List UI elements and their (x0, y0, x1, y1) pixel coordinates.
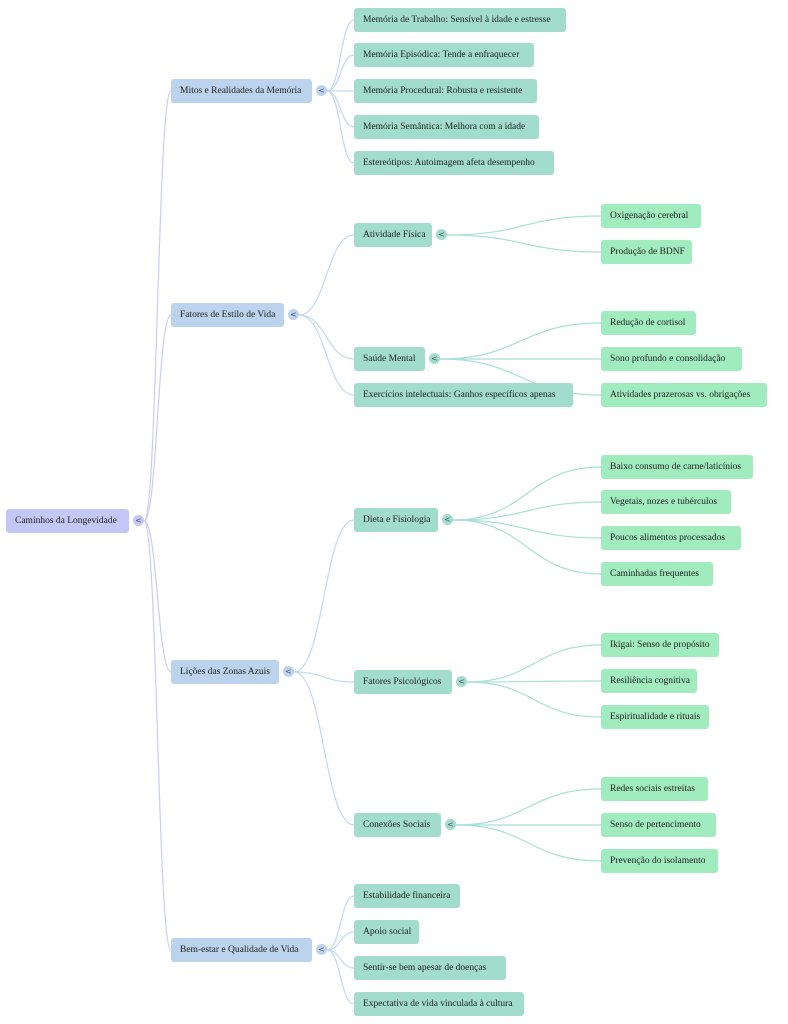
subbranch-mental-health[interactable]: Saúde Mental (354, 347, 425, 371)
branch-link (326, 54, 355, 92)
leaf-link (466, 681, 602, 718)
branch-lifestyle-factors[interactable]: Fatores de Estilo de Vida (171, 303, 284, 327)
leaf-link (452, 501, 602, 521)
branch-link (326, 949, 355, 1005)
branch-memory-myths[interactable]: Mitos e Realidades da Memória (171, 79, 312, 103)
root-node[interactable]: Caminhos da Longevidade (6, 509, 129, 533)
branch-link (326, 895, 355, 951)
root-link (143, 520, 172, 673)
leaf-node[interactable]: Atividades prazerosas vs. obrigações (601, 383, 767, 407)
leaf-node[interactable]: Ikigai: Senso de propósito (601, 633, 719, 657)
branch-link (293, 671, 355, 683)
branch-blue-zones[interactable]: Lições das Zonas Azuis (171, 660, 279, 684)
branch-link (298, 234, 355, 316)
leaf-node[interactable]: Exercícios intelectuais: Ganhos específi… (354, 383, 573, 407)
root-link (143, 520, 172, 951)
branch-link (298, 314, 355, 396)
leaf-node[interactable]: Produção de BDNF (601, 240, 692, 264)
leaf-node[interactable]: Prevenção do isolamento (601, 849, 718, 873)
leaf-node[interactable]: Oxigenação cerebral (601, 204, 701, 228)
collapse-toggle-icon[interactable]: < (436, 229, 447, 240)
branch-link (326, 931, 355, 951)
leaf-link (452, 519, 602, 575)
branch-link (293, 671, 355, 826)
leaf-link (452, 466, 602, 521)
leaf-node[interactable]: Memória Episódica: Tende a enfraquecer (354, 43, 534, 67)
subbranch-psychological[interactable]: Fatores Psicológicos (354, 670, 452, 694)
leaf-node[interactable]: Sentir-se bem apesar de doenças (354, 956, 506, 980)
collapse-toggle-icon[interactable]: < (288, 309, 299, 320)
leaf-node[interactable]: Memória de Trabalho: Sensível à idade e … (354, 8, 566, 32)
branch-link (326, 90, 355, 128)
collapse-toggle-icon[interactable]: < (456, 676, 467, 687)
leaf-node[interactable]: Estabilidade financeira (354, 884, 460, 908)
branch-link (326, 19, 355, 92)
subbranch-diet[interactable]: Dieta e Fisiologia (354, 508, 438, 532)
leaf-node[interactable]: Redes sociais estreitas (601, 777, 708, 801)
leaf-node[interactable]: Resiliência cognitiva (601, 669, 697, 693)
subbranch-physical-activity[interactable]: Atividade Física (354, 223, 432, 247)
leaf-node[interactable]: Baixo consumo de carne/laticínios (601, 455, 753, 479)
leaf-node[interactable]: Senso de pertencimento (601, 813, 716, 837)
collapse-toggle-icon[interactable]: < (316, 85, 327, 96)
leaf-link (446, 234, 602, 253)
collapse-toggle-icon[interactable]: < (283, 666, 294, 677)
leaf-link (446, 215, 602, 236)
leaf-node[interactable]: Vegetais, nozes e tubérculos (601, 490, 731, 514)
leaf-node[interactable]: Memória Procedural: Robusta e resistente (354, 79, 537, 103)
branch-link (326, 90, 355, 164)
root-link (143, 90, 172, 522)
leaf-link (452, 519, 602, 539)
collapse-toggle-icon[interactable]: < (316, 944, 327, 955)
leaf-node[interactable]: Poucos alimentos processados (601, 526, 741, 550)
leaf-link (466, 644, 602, 683)
leaf-link (466, 680, 602, 683)
leaf-node[interactable]: Apoio social (354, 920, 419, 944)
leaf-link (455, 824, 602, 862)
leaf-node[interactable]: Sono profundo e consolidação (601, 347, 742, 371)
leaf-link (439, 322, 602, 360)
branch-link (293, 519, 355, 673)
leaf-node[interactable]: Estereótipos: Autoimagem afeta desempenh… (354, 151, 554, 175)
subbranch-social[interactable]: Conexões Sociais (354, 813, 441, 837)
root-link (143, 314, 172, 522)
collapse-toggle-icon[interactable]: < (445, 819, 456, 830)
leaf-node[interactable]: Caminhadas frequentes (601, 562, 713, 586)
leaf-link (455, 788, 602, 826)
branch-link (298, 314, 355, 360)
leaf-node[interactable]: Espiritualidade e rituais (601, 705, 709, 729)
leaf-node[interactable]: Redução de cortisol (601, 311, 696, 335)
collapse-toggle-icon[interactable]: < (442, 514, 453, 525)
leaf-link (439, 358, 602, 396)
branch-wellbeing[interactable]: Bem-estar e Qualidade de Vida (171, 938, 312, 962)
leaf-node[interactable]: Expectativa de vida vinculada à cultura (354, 992, 524, 1016)
leaf-node[interactable]: Memória Semântica: Melhora com a idade (354, 115, 539, 139)
collapse-toggle-icon[interactable]: < (429, 353, 440, 364)
collapse-toggle-icon[interactable]: < (133, 515, 144, 526)
